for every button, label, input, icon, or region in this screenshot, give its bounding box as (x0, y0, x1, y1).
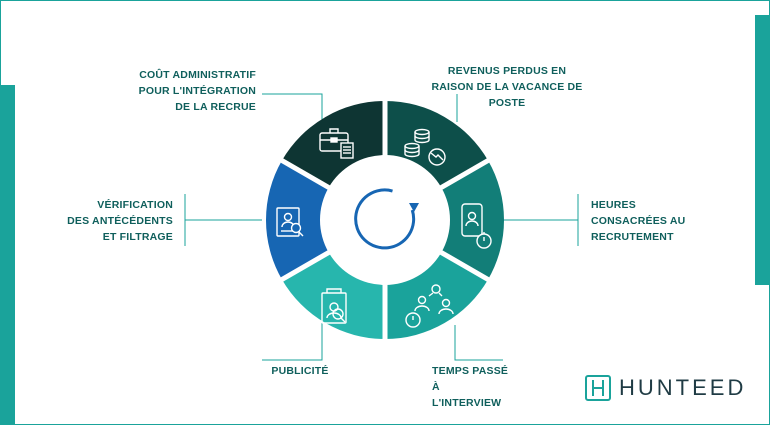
label-revenus-perdus: REVENUS PERDUS EN RAISON DE LA VACANCE D… (431, 65, 583, 109)
segment-publicite (281, 252, 385, 339)
label-heures-recrutement: HEURES CONSACRÉES AU RECRUTEMENT (591, 199, 686, 243)
label-verification: VÉRIFICATION DES ANTÉCÉDENTS ET FILTRAGE (67, 199, 173, 243)
hunteed-logo-icon (585, 375, 611, 401)
segment-revenus-perdus (385, 101, 489, 188)
leader-line-admin (262, 93, 323, 120)
profile-search-icon (276, 207, 304, 237)
cycle-arrow-head-icon (409, 203, 419, 212)
leader-line-temps (454, 325, 503, 361)
hunteed-logo-text: HUNTEED (619, 375, 747, 400)
briefcase-icon (319, 128, 354, 159)
cycle-arrow-icon (354, 188, 416, 250)
label-publicite: PUBLICITÉ (271, 365, 329, 377)
leader-line-publicite (262, 315, 323, 361)
segment-cout-administratif (281, 100, 385, 188)
hunteed-logo: HUNTEED (585, 373, 746, 403)
phone-stopwatch-icon (461, 203, 492, 249)
label-cout-administratif: COÛT ADMINISTRATIF POUR L'INTÉGRATION DE… (138, 69, 256, 113)
coins-decline-icon (404, 128, 446, 166)
segment-verification (265, 160, 329, 280)
accent-bar-left (0, 85, 15, 425)
label-temps-interview: TEMPS PASSÉ À L'INTERVIEW (432, 365, 509, 409)
ad-document-icon (321, 288, 347, 324)
accent-bar-right (755, 15, 770, 285)
team-stopwatch-icon (405, 284, 454, 328)
